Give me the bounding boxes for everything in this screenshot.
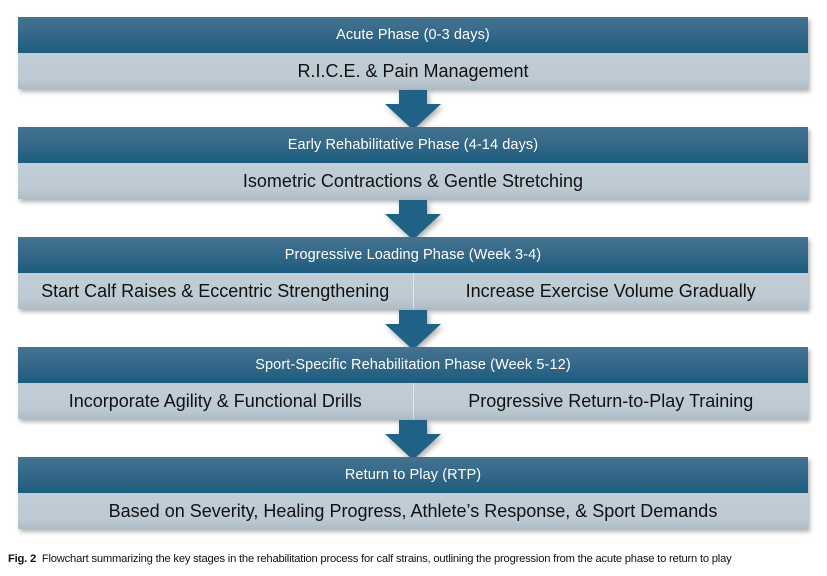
stage-header-early-rehabilitative-phase: Early Rehabilitative Phase (4-14 days) <box>18 127 808 163</box>
figure-caption-text: Flowchart summarizing the key stages in … <box>41 553 732 565</box>
flow-stage-acute-phase: Acute Phase (0-3 days) R.I.C.E. & Pain M… <box>18 17 808 89</box>
stage-item: R.I.C.E. & Pain Management <box>297 61 529 81</box>
figure-label: Fig. 2 <box>8 553 37 565</box>
flow-stage-sport-specific-rehabilitation-phase: Sport-Specific Rehabilitation Phase (Wee… <box>18 347 808 419</box>
stage-item: Isometric Contractions & Gentle Stretchi… <box>242 171 584 191</box>
figure-caption: Fig. 2 Flowchart summarizing the key sta… <box>8 552 822 566</box>
stage-header-progressive-loading-phase: Progressive Loading Phase (Week 3-4) <box>18 237 808 273</box>
flow-stage-early-rehabilitative-phase: Early Rehabilitative Phase (4-14 days) I… <box>18 127 808 199</box>
stage-item: Progressive Return-to-Play Training <box>468 391 754 411</box>
stage-item: Incorporate Agility & Functional Drills <box>18 383 414 419</box>
stage-body-progressive-loading-phase: Start Calf Raises & Eccentric Strengthen… <box>18 273 808 309</box>
stage-item: Based on Severity, Healing Progress, Ath… <box>108 501 718 521</box>
stage-header-sport-specific-rehabilitation-phase: Sport-Specific Rehabilitation Phase (Wee… <box>18 347 808 383</box>
stage-item: Start Calf Raises & Eccentric Strengthen… <box>18 273 414 309</box>
down-arrow-icon <box>385 90 441 130</box>
stage-header-return-to-play: Return to Play (RTP) <box>18 457 808 493</box>
flow-stage-progressive-loading-phase: Progressive Loading Phase (Week 3-4) Sta… <box>18 237 808 309</box>
down-arrow-icon <box>385 420 441 460</box>
flow-stage-return-to-play: Return to Play (RTP) Based on Severity, … <box>18 457 808 529</box>
down-arrow-icon <box>385 310 441 350</box>
stage-body-sport-specific-rehabilitation-phase: Incorporate Agility & Functional Drills … <box>18 383 808 419</box>
stage-body-return-to-play: Based on Severity, Healing Progress, Ath… <box>18 493 808 529</box>
stage-item: Increase Exercise Volume Gradually <box>465 281 756 301</box>
stage-body-early-rehabilitative-phase: Isometric Contractions & Gentle Stretchi… <box>18 163 808 199</box>
down-arrow-icon <box>385 200 441 240</box>
stage-body-acute-phase: R.I.C.E. & Pain Management <box>18 53 808 89</box>
stage-header-acute-phase: Acute Phase (0-3 days) <box>18 17 808 53</box>
